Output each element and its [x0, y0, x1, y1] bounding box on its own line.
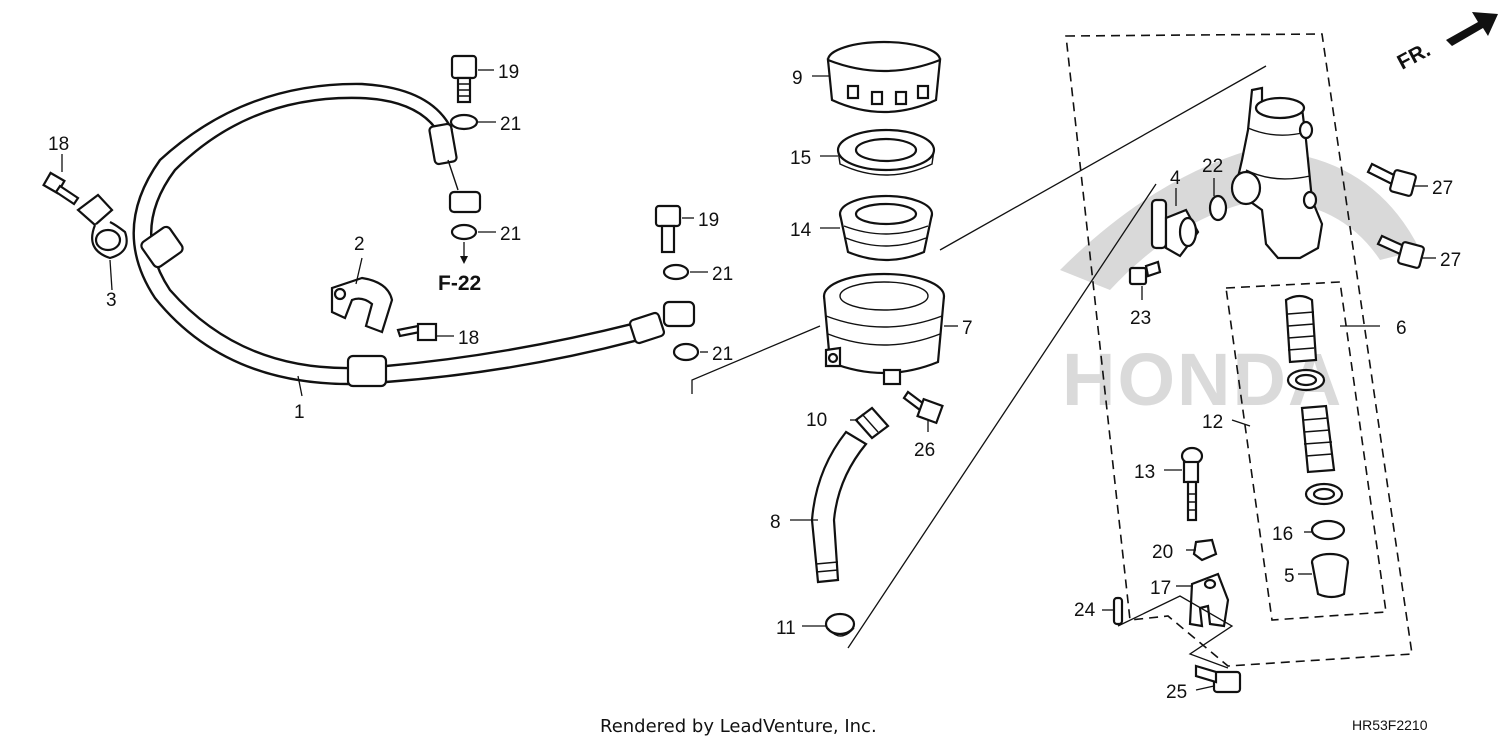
callout-18-bracket: 18	[458, 328, 479, 349]
reference-f22: F-22	[438, 272, 481, 295]
spring-and-cup	[1284, 294, 1326, 392]
clevis-17	[1188, 572, 1230, 628]
callout-21-a: 21	[500, 114, 521, 135]
bolt-27-lower	[1376, 234, 1425, 269]
callout-4: 4	[1170, 168, 1181, 189]
hose-clip-11	[824, 612, 856, 637]
washer-21-a	[449, 113, 479, 131]
bolt-26	[902, 390, 944, 425]
bracket-2	[330, 276, 394, 334]
callout-17: 17	[1150, 578, 1171, 599]
callout-27-upper: 27	[1432, 178, 1453, 199]
reservoir-hose-8	[810, 430, 868, 584]
callout-24: 24	[1074, 600, 1096, 621]
callout-3: 3	[106, 290, 117, 311]
diagram-code: HR53F2210	[1352, 717, 1428, 733]
callout-26: 26	[914, 440, 935, 461]
callout-5: 5	[1284, 566, 1295, 587]
leader-lines	[61, 65, 1436, 691]
circlip-16	[1310, 519, 1346, 541]
reservoir-7	[822, 272, 946, 386]
joint-4	[1150, 198, 1200, 258]
bolt-19-middle	[654, 204, 682, 254]
piston-set-outline	[1225, 281, 1387, 621]
master-cylinder-body	[1230, 86, 1324, 260]
callout-14: 14	[790, 220, 812, 241]
callout-21-b: 21	[500, 224, 521, 245]
callout-21-c: 21	[712, 264, 733, 285]
bolt-18-bracket	[396, 322, 438, 342]
callout-27-lower: 27	[1440, 250, 1461, 271]
boot-5	[1310, 552, 1350, 599]
pin-24	[1112, 596, 1124, 626]
washer-21-c	[662, 263, 690, 281]
bolt-27-upper	[1366, 162, 1417, 197]
callout-20: 20	[1152, 542, 1173, 563]
callout-18-left: 18	[48, 134, 69, 155]
reservoir-cap-9	[826, 40, 942, 114]
callout-25: 25	[1166, 682, 1187, 703]
o-ring-22	[1208, 194, 1228, 222]
screw-23	[1128, 260, 1162, 286]
callout-6: 6	[1396, 318, 1407, 339]
callout-13: 13	[1134, 462, 1155, 483]
callout-22: 22	[1202, 156, 1223, 177]
diaphragm-14	[838, 194, 934, 262]
callout-1: 1	[294, 402, 305, 423]
front-arrow-icon	[1446, 12, 1498, 46]
callout-12: 12	[1202, 412, 1223, 433]
direction-label: FR.	[1394, 38, 1435, 74]
callout-9: 9	[792, 68, 803, 89]
bolt-19-top	[450, 54, 478, 104]
callout-23: 23	[1130, 308, 1151, 329]
callout-19-middle: 19	[698, 210, 719, 231]
front-direction-indicator: FR.	[1394, 12, 1498, 74]
banjo-fitting	[662, 300, 696, 328]
brake-hose-assembly	[132, 82, 666, 388]
washer-21-d	[672, 342, 700, 362]
callout-15: 15	[790, 148, 811, 169]
push-rod-13	[1180, 446, 1204, 522]
callout-8: 8	[770, 512, 781, 533]
callout-labels: 18 3 1 2 18 19 21 21 F-22 19 21 21 9 15 …	[48, 62, 1461, 703]
pin-25	[1194, 664, 1242, 694]
callout-19-top: 19	[498, 62, 519, 83]
bolt-18-left	[42, 171, 80, 206]
hose-clip-10	[854, 406, 890, 440]
callout-16: 16	[1272, 524, 1293, 545]
callout-21-d: 21	[712, 344, 733, 365]
master-cylinder-group-outline	[1065, 33, 1413, 667]
piston-12	[1300, 404, 1344, 506]
callout-10: 10	[806, 410, 827, 431]
callout-7: 7	[962, 318, 973, 339]
clamp-3	[76, 193, 128, 260]
washer-21-b	[450, 223, 478, 241]
nut-20	[1192, 538, 1218, 562]
callout-11: 11	[776, 618, 796, 639]
callout-2: 2	[354, 234, 365, 255]
diaphragm-plate-15	[836, 128, 936, 176]
footer-credit: Rendered by LeadVenture, Inc.	[600, 716, 877, 737]
